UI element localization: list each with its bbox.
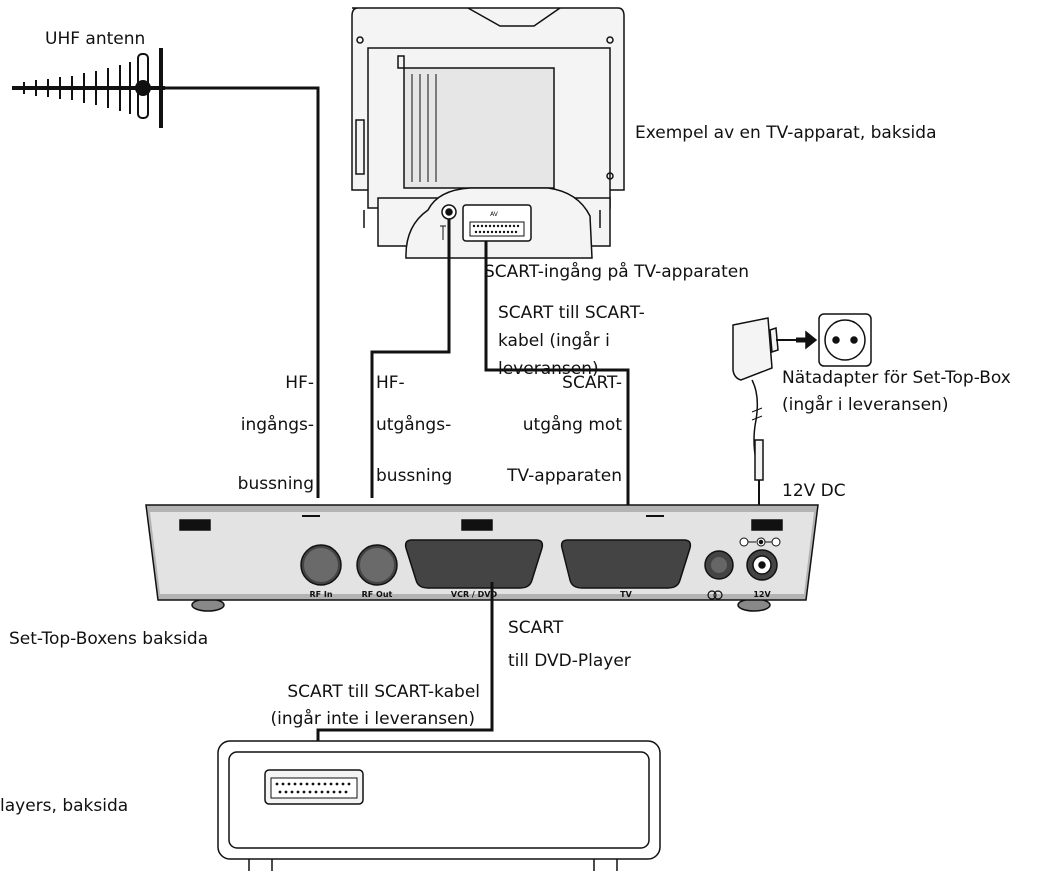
uhf-antenna-label: UHF antenn (45, 29, 145, 49)
vcr-dvd-port-label: VCR / DVD (451, 590, 498, 599)
scart-tv-cable (484, 241, 630, 548)
dvd-player-back (217, 740, 661, 871)
set-top-box-back (145, 504, 819, 612)
scart-cable-not-included-label-2: (ingår inte i leveransen) (271, 708, 476, 729)
hf-output-label-1: HF- (376, 373, 405, 393)
rf-in-port-label: RF In (309, 590, 332, 599)
power-adapter (732, 313, 872, 505)
12v-port-label: 12V (753, 590, 771, 599)
rf-out-cable (370, 219, 451, 498)
hf-input-label-1: HF- (285, 373, 314, 393)
stb-back-label: Set-Top-Boxens baksida (9, 629, 208, 649)
scart-cable-included-label-2: kabel (ingår i (498, 330, 610, 351)
scart-cable-not-included-label-1: SCART till SCART-kabel (287, 682, 480, 702)
power-adapter-label-2: (ingår i leveransen) (782, 394, 948, 415)
hf-output-label-2: utgångs- (376, 414, 451, 435)
scart-output-label-3: TV-apparaten (506, 466, 622, 486)
uhf-antenna (12, 48, 165, 128)
scart-output-label-2: utgång mot (523, 414, 623, 435)
rf-out-port-label: RF Out (362, 590, 393, 599)
tv-back-label: Exempel av en TV-apparat, baksida (635, 123, 936, 143)
scart-to-dvd-label-1: SCART (508, 618, 564, 638)
tv-back (351, 7, 625, 259)
scart-input-tv-label: SCART-ingång på TV-apparaten (484, 261, 749, 282)
dc-12v-label: 12V DC (782, 481, 846, 501)
power-adapter-label-1: Nätadapter för Set-Top-Box (782, 368, 1011, 388)
scart-cable-included-label-3: leveransen) (498, 359, 599, 379)
dvd-back-label: layers, baksida (0, 796, 128, 816)
hf-input-label-2: ingångs- (241, 414, 314, 435)
scart-output-label-1: SCART- (562, 373, 622, 393)
scart-to-dvd-label-2: till DVD-Player (508, 651, 631, 671)
scart-cable-included-label-1: SCART till SCART- (498, 303, 645, 323)
tv-port-label: TV (620, 590, 632, 599)
antenna-cable (150, 86, 320, 498)
hf-input-label-3: bussning (238, 474, 314, 494)
tv-av-label: AV (490, 211, 499, 218)
hf-output-label-3: bussning (376, 466, 452, 486)
